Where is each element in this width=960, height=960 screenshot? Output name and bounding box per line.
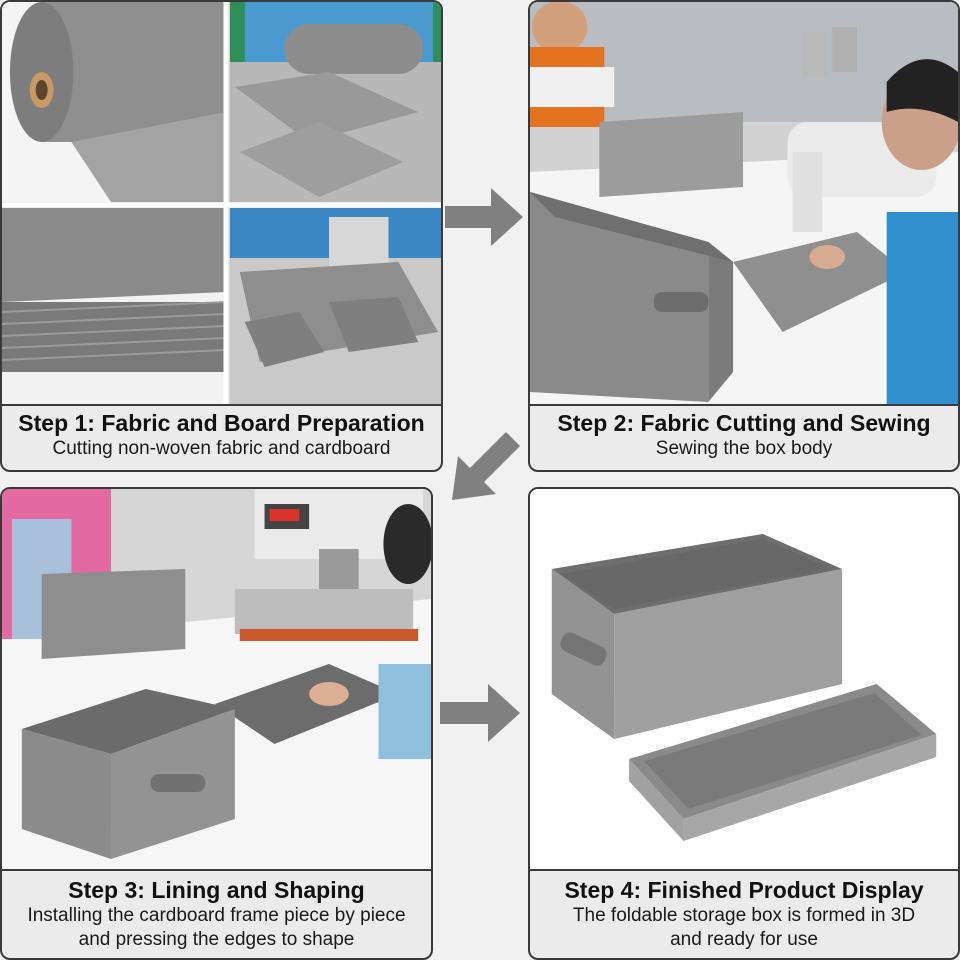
- step-4-photo: [530, 489, 958, 871]
- step-2-panel: Step 2: Fabric Cutting and Sewing Sewing…: [528, 0, 960, 472]
- step-1-photo-collage: [2, 2, 441, 406]
- step-2-description: Sewing the box body: [655, 438, 833, 459]
- step-2-title: Step 2: Fabric Cutting and Sewing: [557, 410, 931, 436]
- step-4-description: The foldable storage box is formed in 3D…: [572, 905, 916, 950]
- step-4-panel: Step 4: Finished Product Display The fol…: [528, 487, 960, 960]
- step-1-title: Step 1: Fabric and Board Preparation: [18, 410, 425, 436]
- step-2-photo: [530, 2, 958, 406]
- step-3-panel: Step 3: Lining and Shaping Installing th…: [0, 487, 433, 960]
- arrow-right-icon: [440, 684, 520, 742]
- step-3-title: Step 3: Lining and Shaping: [68, 877, 365, 903]
- arrow-down-left-icon: [448, 432, 520, 504]
- step-4-title: Step 4: Finished Product Display: [564, 877, 924, 903]
- step-1-description: Cutting non-woven fabric and cardboard: [52, 438, 391, 459]
- step-1-panel: Step 1: Fabric and Board Preparation Cut…: [0, 0, 443, 472]
- step-3-description: Installing the cardboard frame piece by …: [27, 905, 406, 950]
- step-3-photo: [2, 489, 431, 871]
- arrow-right-icon: [445, 188, 523, 246]
